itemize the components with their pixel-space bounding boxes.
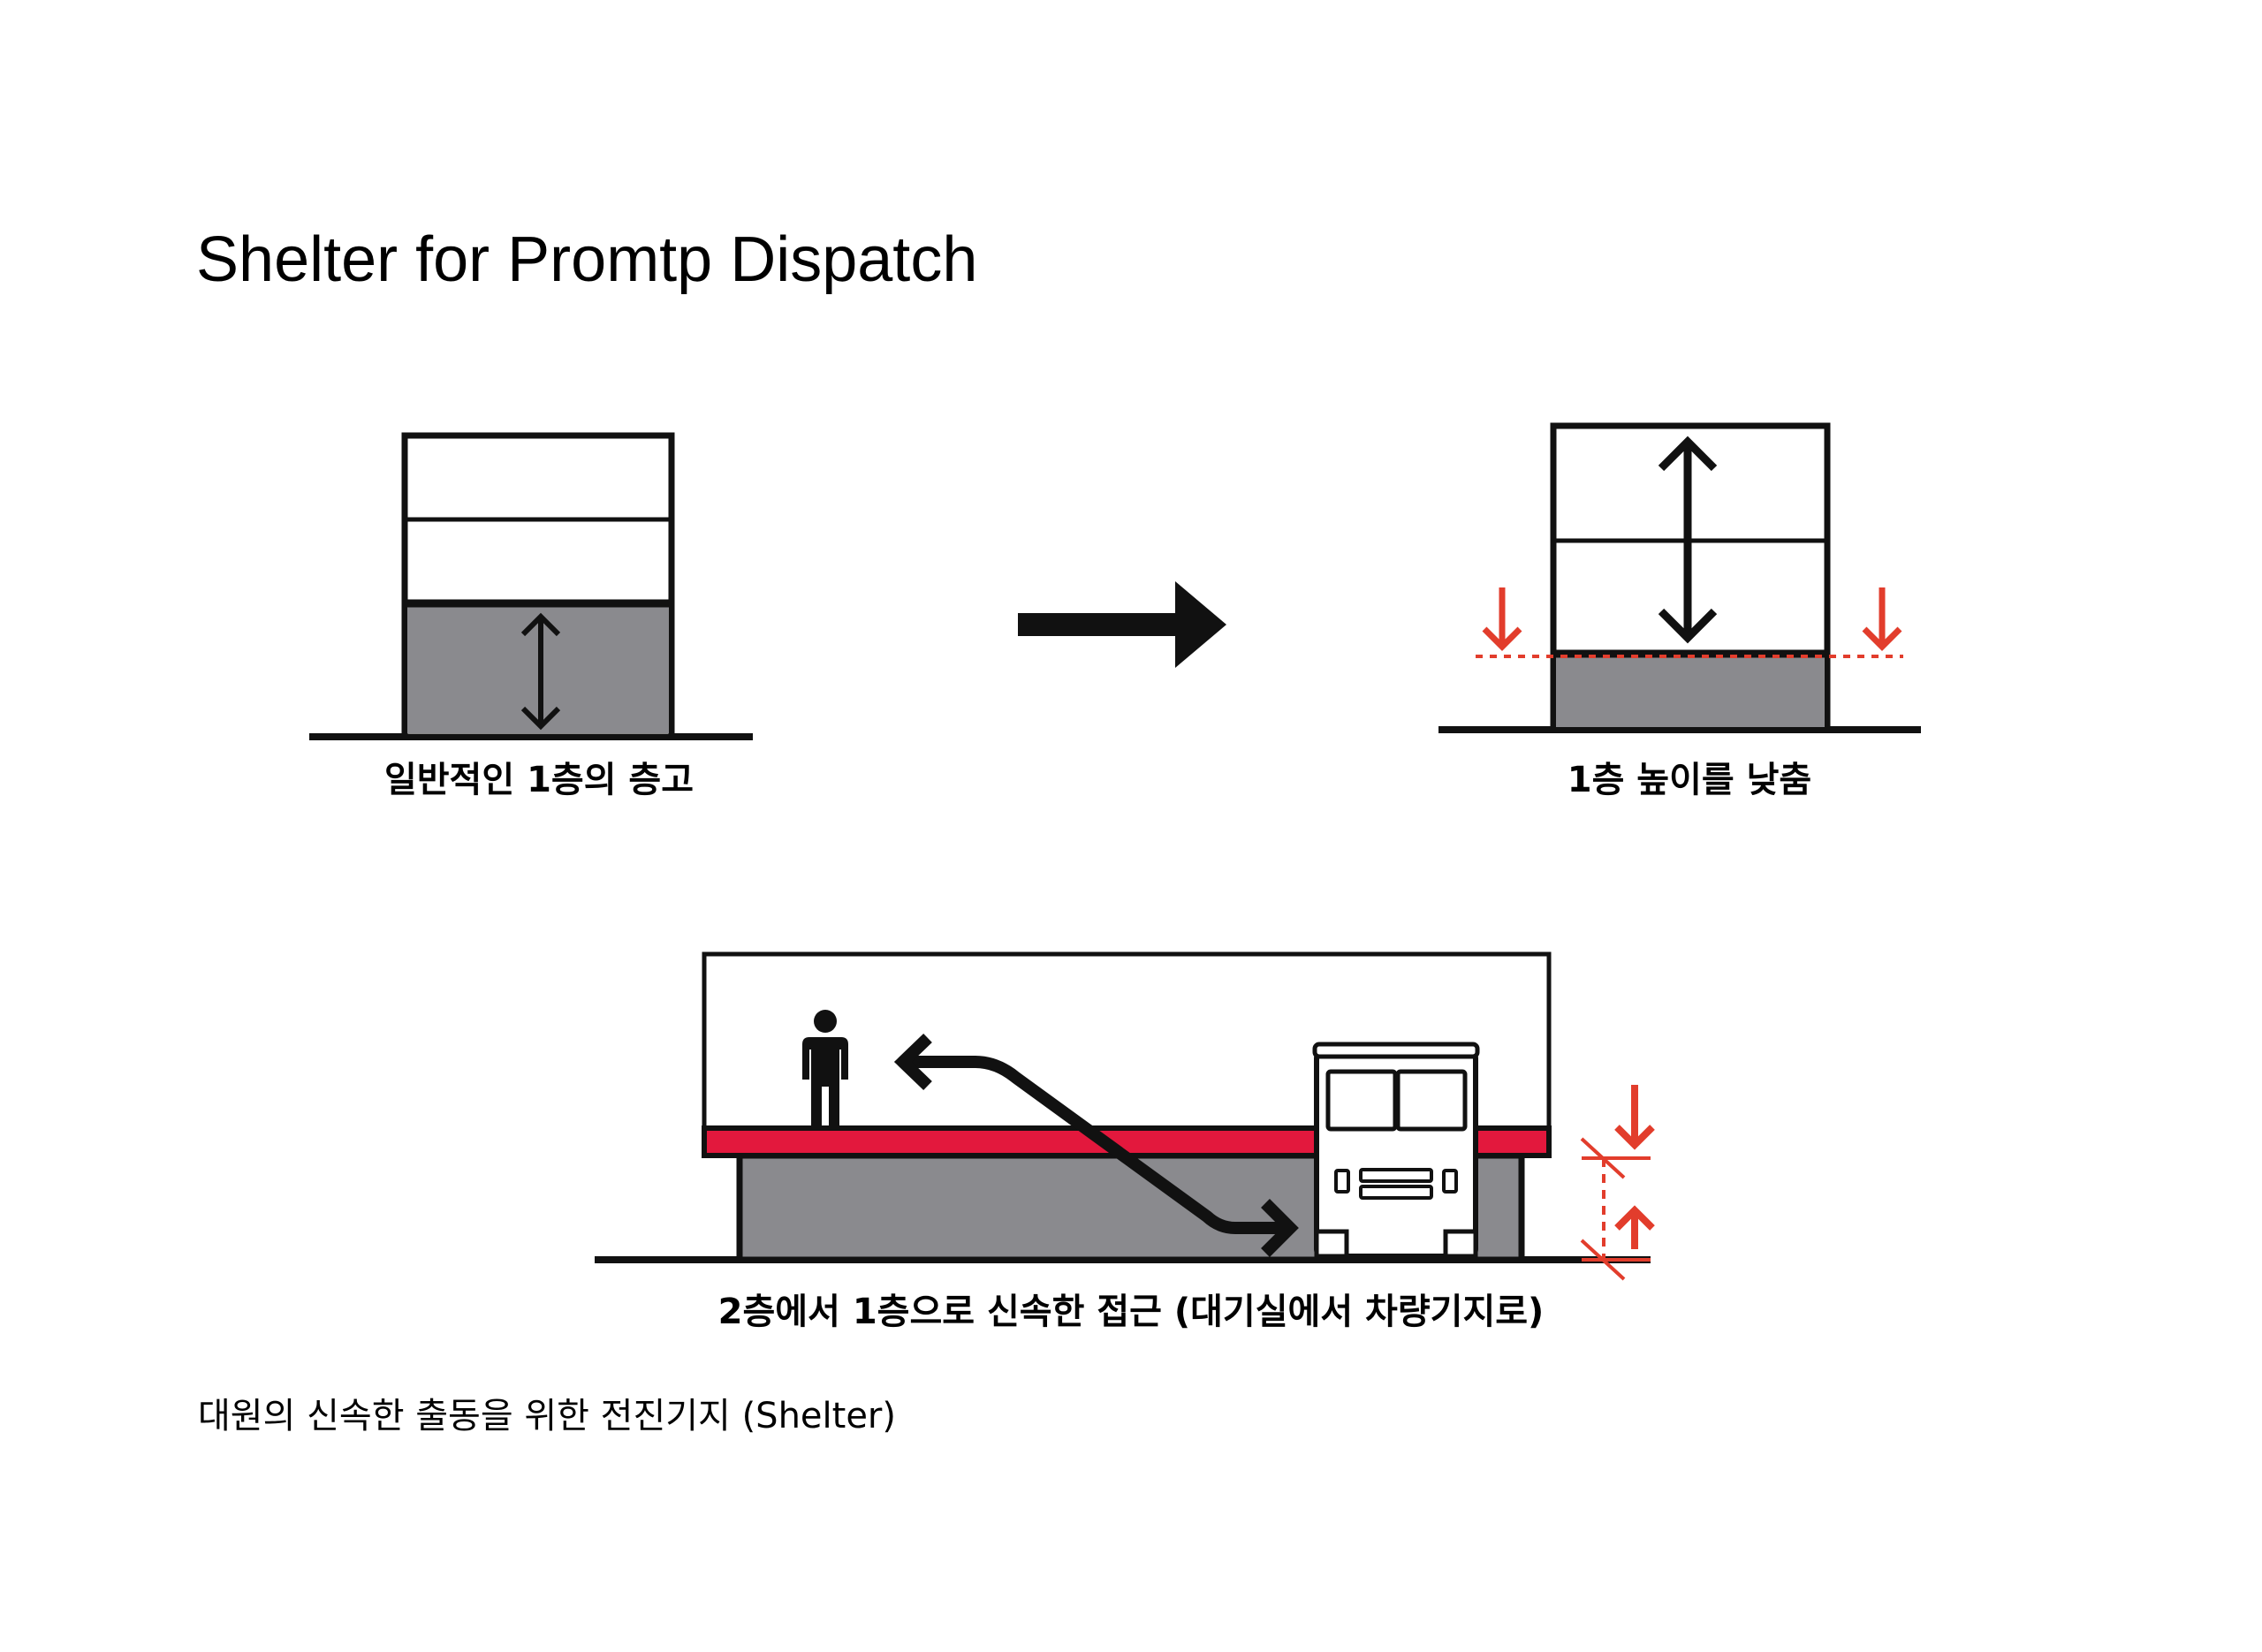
lowered-building-diagram: 1층 높이를 낮춤 [1438,422,1921,800]
up-arrow-icon [1614,1205,1655,1249]
arrow-head-left-icon [893,1033,932,1091]
fire-truck-icon [1312,1042,1480,1259]
ground-floor-fill [1556,654,1825,727]
access-path-arrow [910,1056,1283,1234]
access-section-diagram: 2층에서 1층으로 신속한 접근 (대기실에서 차량기지로) [595,951,1655,1332]
double-arrow-icon [520,612,561,731]
typical-building-diagram: 일반적인 1층의 층고 [309,432,753,800]
page-title: Shelter for Promtp Dispatch [196,224,977,295]
typical-caption: 일반적인 1층의 층고 [384,760,694,800]
person-icon [802,1010,848,1129]
down-arrow-icon [1482,587,1522,651]
lowered-caption: 1층 높이를 낮춤 [1567,760,1811,800]
double-arrow-icon [1658,436,1718,644]
access-caption: 2층에서 1층으로 신속한 접근 (대기실에서 차량기지로) [718,1292,1545,1332]
transition-arrow-icon [1018,581,1226,668]
height-dimension [1580,1085,1655,1281]
arrow-head-right-icon [1261,1199,1299,1257]
down-arrow-icon [1614,1085,1655,1150]
footer-caption: 대원의 신속한 출동을 위한 전진기지 (Shelter) [198,1396,896,1436]
down-arrow-icon [1862,587,1902,651]
